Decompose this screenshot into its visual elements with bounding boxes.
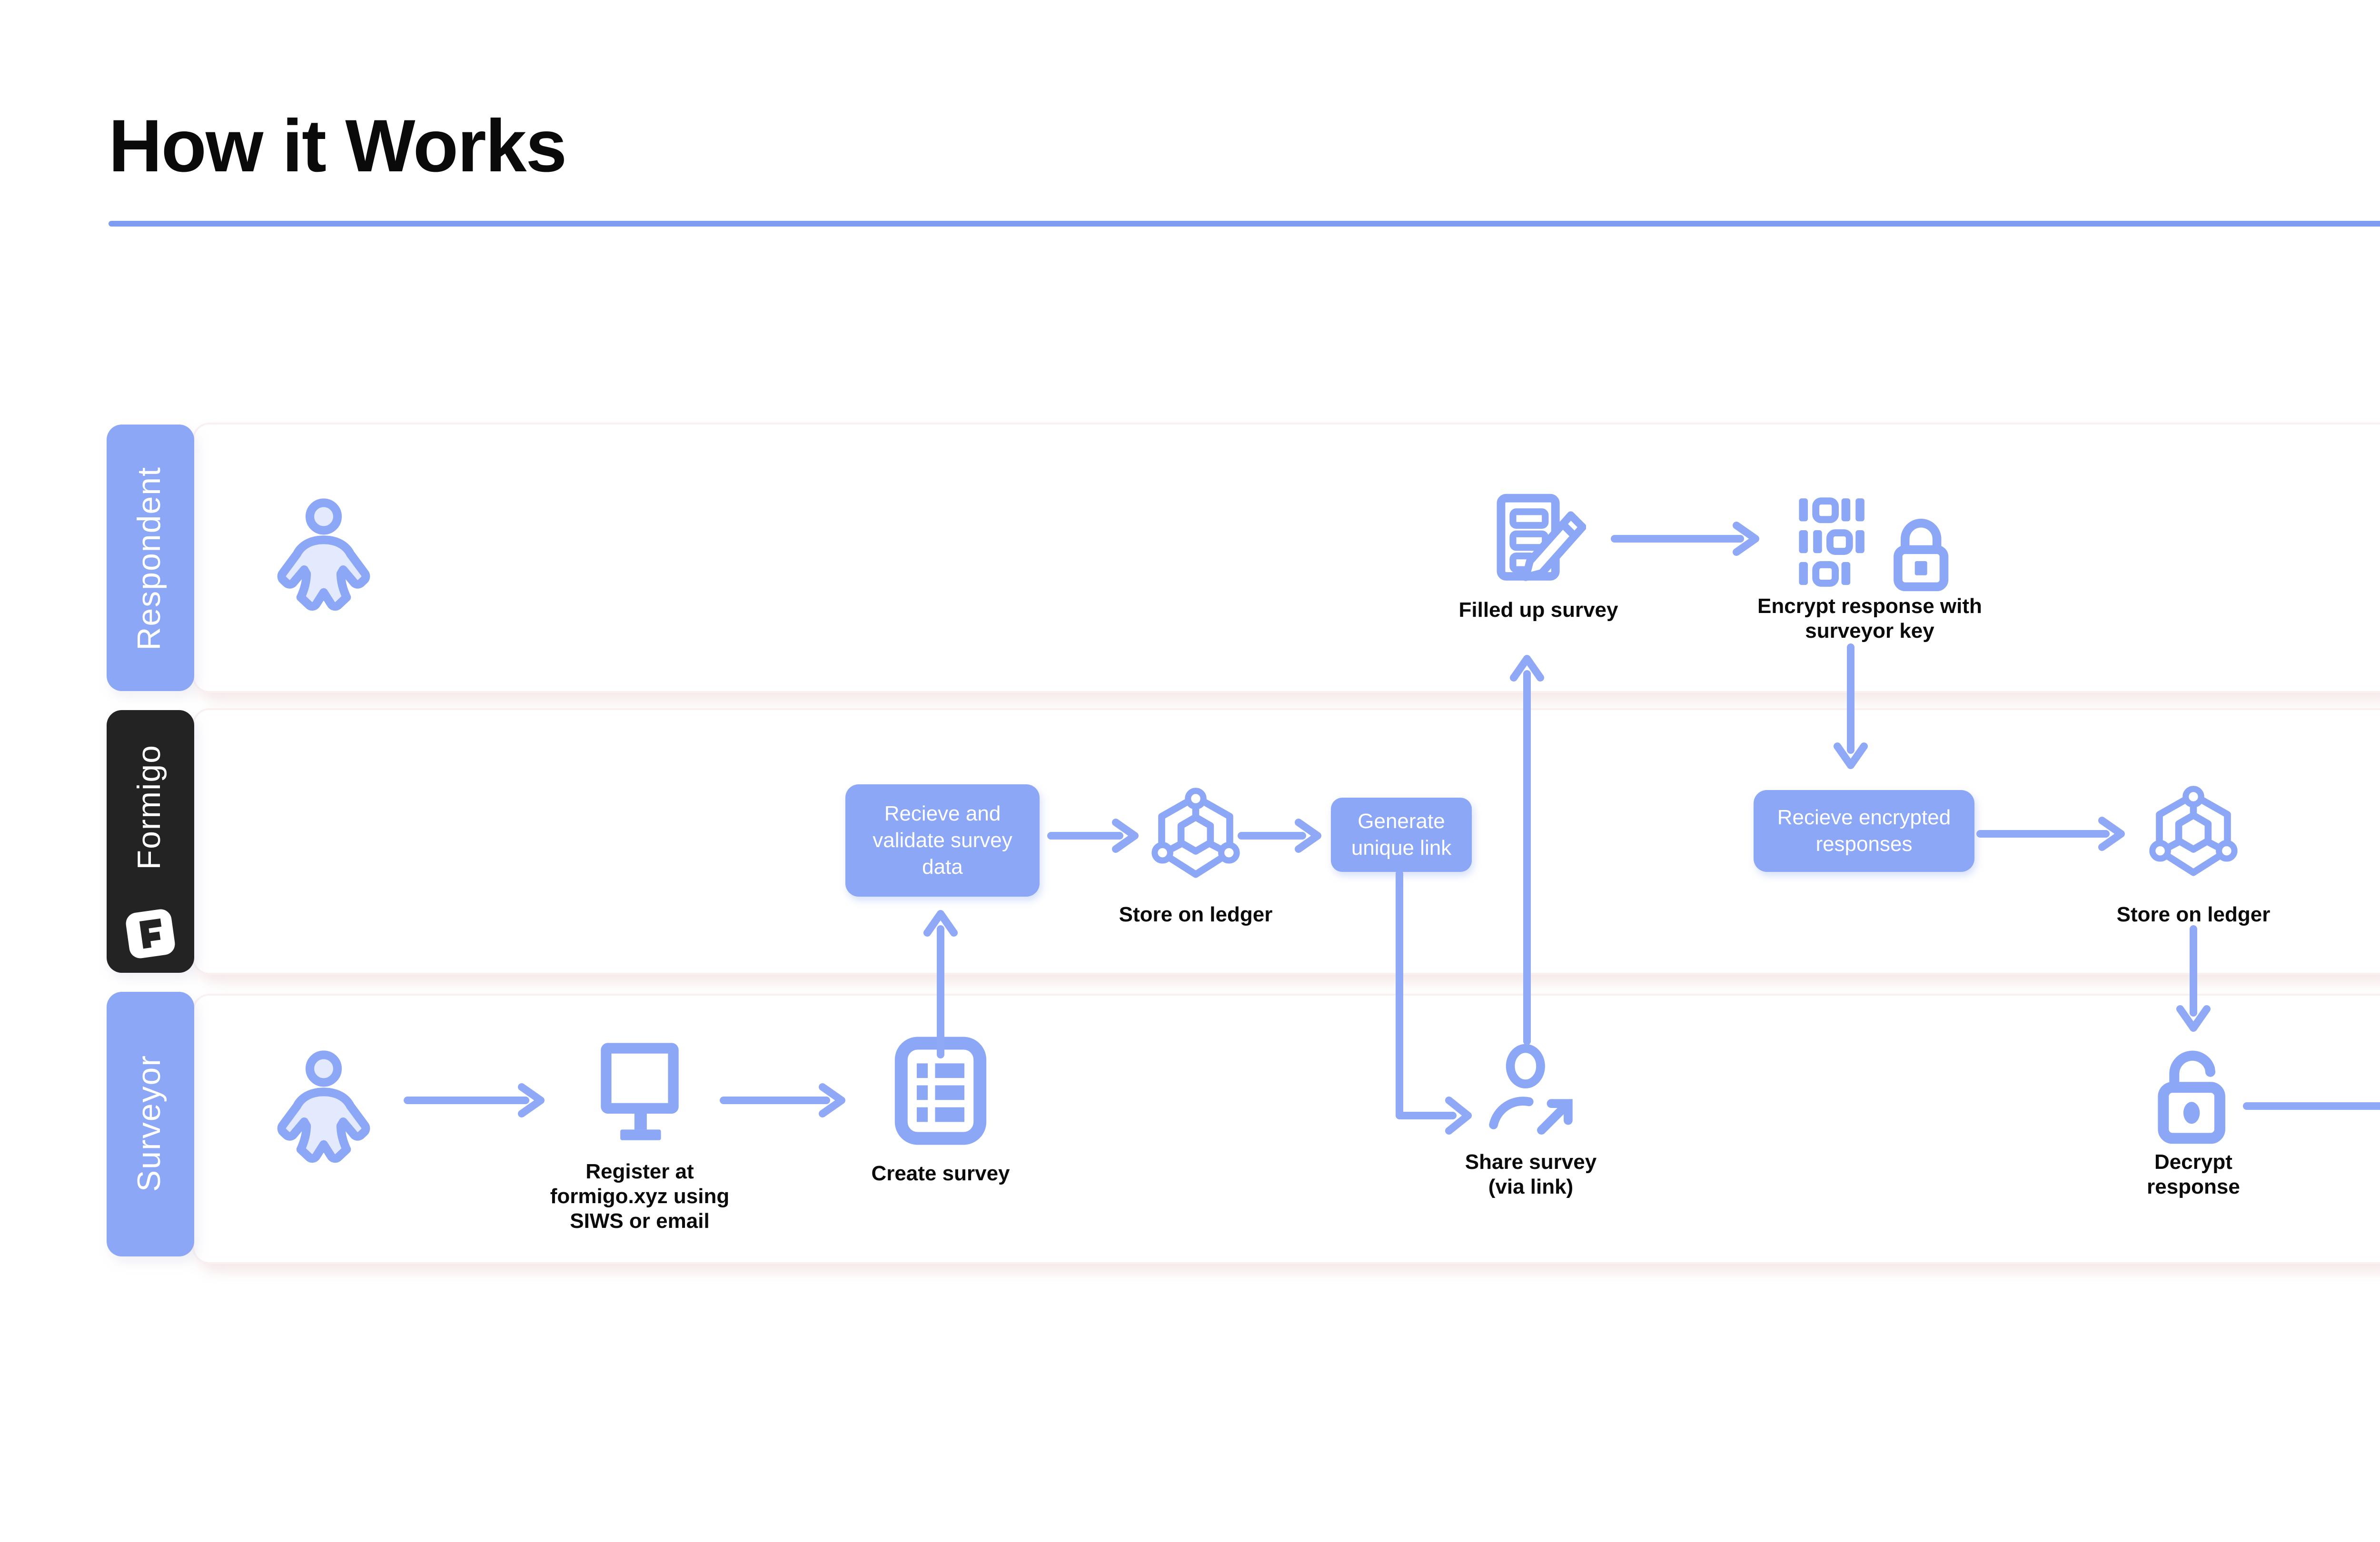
title-underline [109, 221, 2380, 227]
survey-list-icon [894, 1037, 987, 1145]
generate-link-button: Generate unique link [1331, 798, 1472, 872]
arrow-validate-to-store1 [1047, 819, 1139, 853]
document-pencil-icon [1497, 494, 1586, 581]
lane-tab-respondent-label: Respondent [131, 465, 168, 650]
node-label-filled-survey: Filled up survey [1458, 600, 1618, 623]
ledger-hexagon-icon [1151, 788, 1240, 878]
arrow-filled-to-encrypt [1611, 522, 1759, 556]
node-label-store-ledger-1: Store on ledger [1119, 904, 1273, 927]
arrow-receive-encrypted-to-store2 [1976, 817, 2125, 851]
binary-lock-icon [1799, 497, 1949, 592]
lane-tab-respondent: Respondent [107, 425, 194, 691]
arrow-create-to-validate [923, 910, 958, 1058]
node-label-register: Register at formigo.xyz using SIWS or em… [550, 1161, 730, 1235]
lane-respondent [192, 423, 2380, 693]
lane-formigo [192, 708, 2380, 975]
node-label-decrypt-response: Decrypt response [2147, 1152, 2240, 1200]
receive-validate-button: Recieve and validate survey data [845, 784, 1040, 897]
arrow-register-to-create [720, 1083, 845, 1117]
arrow-encrypt-to-receive-encrypted [1834, 643, 1868, 769]
lane-tab-surveyor-wrap: Surveyor [107, 992, 194, 1256]
arrow-share-to-filled [1510, 655, 1544, 1045]
person-share-icon [1489, 1044, 1573, 1135]
person-icon [277, 1050, 370, 1163]
arrow-person-to-register [404, 1083, 545, 1117]
arrow-decrypt-to-end [2243, 1102, 2380, 1110]
arrow-generate-to-share-elbow [1396, 870, 1472, 1135]
node-label-share-survey: Share survey (via link) [1465, 1152, 1597, 1200]
node-label-store-ledger-2: Store on ledger [2116, 904, 2271, 927]
person-icon [277, 498, 370, 611]
arrow-store1-to-generate [1238, 819, 1321, 853]
monitor-icon [601, 1043, 679, 1140]
node-label-create-survey: Create survey [871, 1163, 1010, 1186]
unlock-icon [2158, 1050, 2225, 1144]
node-label-encrypt-response: Encrypt response with surveyor key [1757, 596, 1982, 644]
formigo-logo-icon [126, 909, 175, 959]
arrow-store2-to-decrypt [2176, 925, 2211, 1032]
page-title: How it Works [109, 107, 567, 188]
lane-tab-surveyor-label: Surveyor [131, 1055, 168, 1193]
receive-encrypted-button: Recieve encrypted responses [1754, 790, 1974, 872]
lane-tab-formigo-wrap: Formigo [107, 710, 194, 904]
ledger-hexagon-icon [2149, 786, 2238, 876]
lane-tab-surveyor: Surveyor [107, 992, 194, 1256]
lane-surveyor [192, 994, 2380, 1264]
lane-tab-formigo-label: Formigo [131, 744, 168, 870]
lane-tab-respondent-wrap: Respondent [107, 425, 194, 691]
lane-tab-formigo: Formigo [107, 710, 194, 973]
